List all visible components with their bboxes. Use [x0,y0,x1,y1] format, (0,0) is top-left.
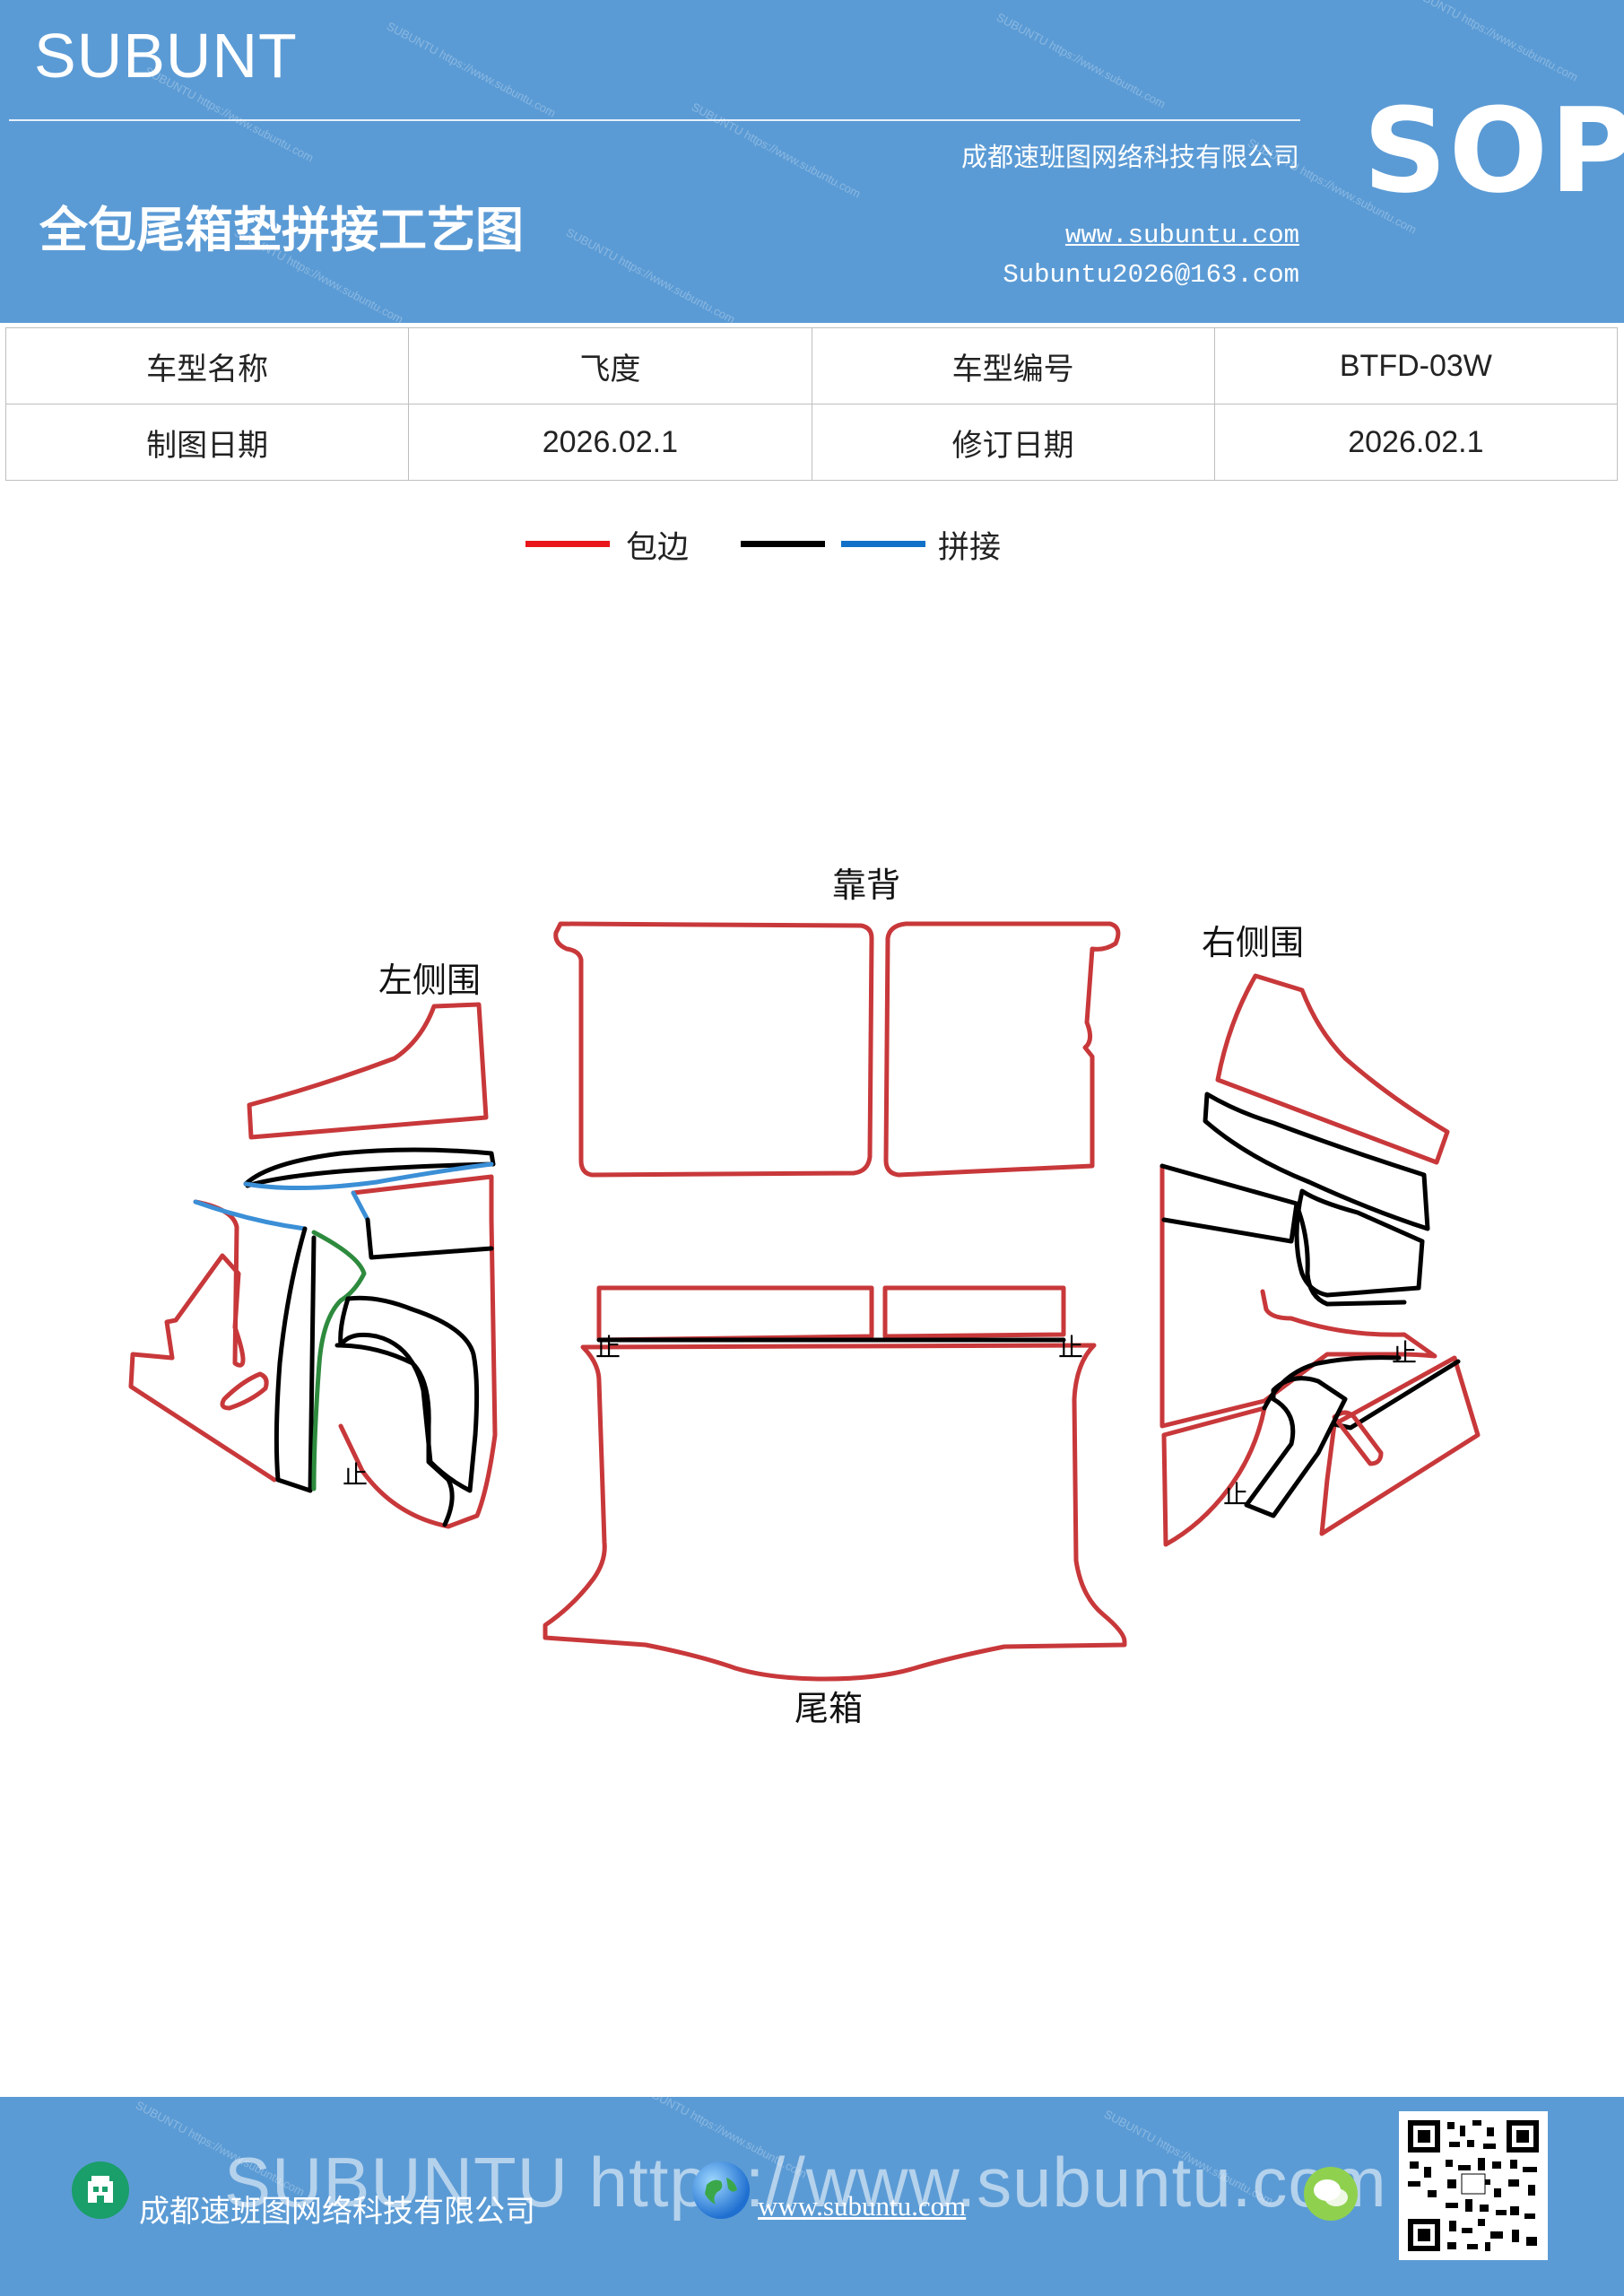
right-side-lower-left [1161,1405,1267,1547]
left-side-outer-splice [193,1199,308,1231]
right-side-outer-panel [1159,1163,1437,1429]
left-side-top-panel [247,1002,489,1140]
legend-black-swatch [741,541,825,547]
building-icon [72,2161,129,2219]
header-divider [9,119,1300,121]
watermark: SUBUNTU https://www.subuntu.com [1406,0,1581,84]
stop-mark: 止 [1223,1480,1248,1509]
footer-company-name: 成都速班图网络科技有限公司 [139,2194,535,2230]
header-banner: SUBUNTU https://www.subuntu.com SUBUNTU … [0,0,1624,323]
watermark: SUBUNTU https://www.subuntu.com [994,10,1168,111]
wechat-icon [1304,2167,1358,2221]
left-side-hook-inner [334,1343,455,1527]
left-side-pillar-green [311,1230,367,1492]
right-side-label: 右侧围 [1202,923,1304,962]
backrest-right-panel [883,921,1121,1178]
stop-mark: 止 [343,1460,368,1490]
legend-splice-label: 拼接 [938,530,1002,566]
table-row: 制图日期 2026.02.1 修订日期 2026.02.1 [4,404,1619,481]
left-side-pillar-black [274,1226,317,1493]
trunk-label: 尾箱 [795,1689,863,1728]
vehicle-info-table: 车型名称 飞度 车型编号 BTFD-03W 制图日期 2026.02.1 修订日… [4,327,1619,481]
company-name: 成都速班图网络科技有限公司 [960,142,1299,172]
left-side-hook [338,1295,480,1493]
stop-mark: 止 [1058,1333,1083,1362]
right-side-strip [1203,1091,1430,1231]
footer-watermark: SUBUNTU https://www.subuntu.com [224,2143,1387,2222]
table-row: 车型名称 飞度 车型编号 BTFD-03W [4,327,1619,404]
trunk-strip-right [882,1285,1066,1339]
draw-date-label: 制图日期 [4,404,410,481]
right-side-top-panel [1215,973,1450,1165]
legend: 包边 拼接 [0,520,1624,574]
qr-code-image [1399,2111,1548,2260]
backrest-left-panel [553,921,874,1178]
left-side-right-splice [351,1190,370,1222]
globe-icon [692,2161,750,2219]
website-link[interactable]: www.subuntu.com [1064,221,1299,250]
revise-date-label: 修订日期 [811,404,1215,481]
backrest-label: 靠背 [832,865,900,905]
trunk-strip-left [596,1285,874,1343]
left-side-slot [220,1371,269,1411]
right-side-outer-black [1159,1163,1299,1244]
footer-banner: SUBUNTU https://www.subuntu.com SUBUNTU … [0,2097,1624,2296]
left-side-label: 左侧围 [378,961,481,1000]
right-side-mid-panel [1294,1188,1425,1298]
watermark: SUBUNTU https://www.subuntu.com [563,225,738,323]
right-side-mid-inner [1294,1203,1407,1307]
legend-edge-label: 包边 [626,530,690,566]
trunk-main-panel [543,1343,1127,1682]
stop-mark: 止 [595,1333,621,1362]
left-side-right-panel [338,1174,498,1529]
stop-mark: 止 [1392,1338,1417,1368]
footer-website-link[interactable]: www.subuntu.com [758,2190,967,2222]
left-side-right-inner [365,1217,494,1260]
right-side-hook [1244,1376,1348,1518]
brand-logo: SUBUNT [34,21,298,91]
left-side-splice-blue [243,1161,494,1191]
document-title: 全包尾箱垫拼接工艺图 [39,201,524,258]
right-side-slot [1332,1410,1384,1466]
watermark: SUBUNTU https://www.subuntu.com [384,19,559,120]
draw-date-value: 2026.02.1 [408,404,812,481]
legend-edge-swatch [525,541,610,547]
model-code-value: BTFD-03W [1213,327,1619,404]
right-side-lower-right [1319,1355,1481,1536]
splice-diagram: 止 止 止 止 止 靠背 左侧围 右侧围 尾箱 [128,865,1481,1728]
model-name-value: 飞度 [408,327,812,404]
legend-splice-swatch [841,541,925,547]
model-name-label: 车型名称 [4,327,410,404]
model-code-label: 车型编号 [811,327,1215,404]
revise-date-value: 2026.02.1 [1213,404,1619,481]
sop-label: SOP [1363,83,1624,219]
watermark: SUBUNTU https://www.subuntu.com [689,100,864,201]
email-address[interactable]: Subuntu2026@163.com [1003,260,1299,290]
left-side-outer-panel [128,1199,277,1483]
